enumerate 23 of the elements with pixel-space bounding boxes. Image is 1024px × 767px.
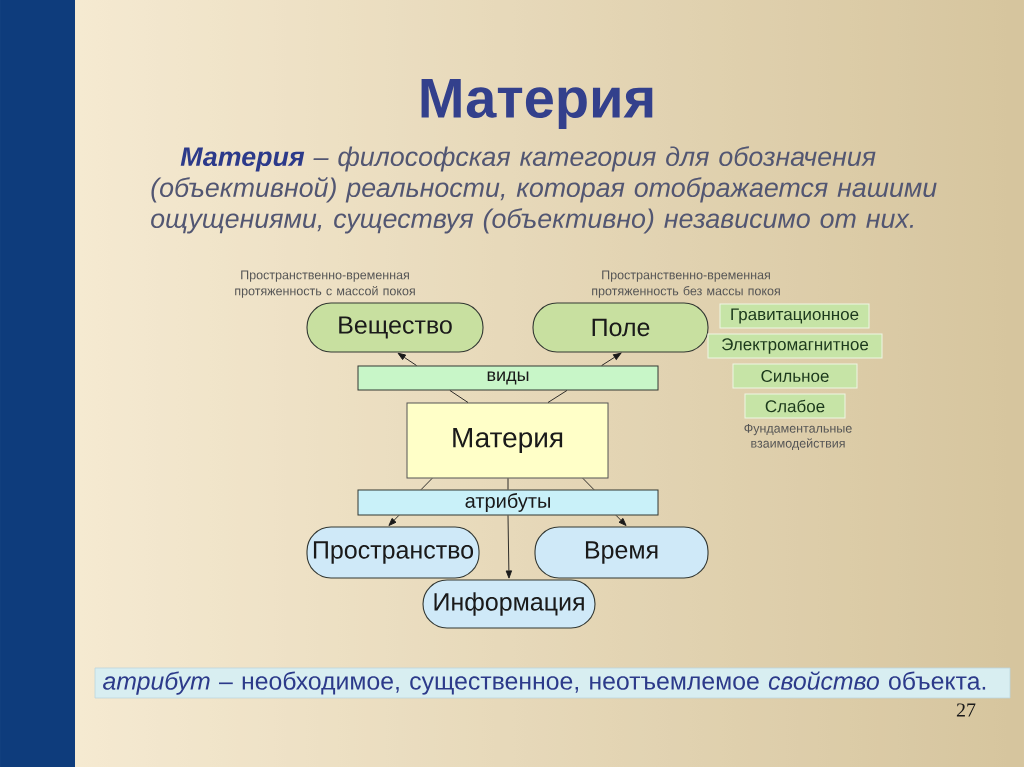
- label-box: Слабое: [744, 393, 846, 419]
- label-box: Гравитационное: [719, 303, 870, 329]
- group-caption: Фундаментальные взаимодействия: [744, 423, 852, 451]
- definition-band: атрибут – необходимое, существенное, неотъемлемое свойство объекта.: [94, 667, 1011, 699]
- rounded-box: Поле: [532, 302, 709, 353]
- caption-text: Пространственно-временная протяженность с массой покоя: [235, 270, 415, 298]
- definition-text: Материя – философская категория для обозначения (объективной) реальности, которая отображается нашими ощущениями, существуя (объективно) независимо от них.: [151, 146, 937, 234]
- title: Материя: [421, 78, 653, 130]
- caption-text: Пространственно-временная протяженность без массы покоя: [592, 270, 780, 298]
- label-box: Сильное: [732, 363, 858, 389]
- category-band: атрибуты: [357, 489, 659, 516]
- label-box: Электромагнитное: [707, 333, 883, 359]
- rounded-box: Информация: [422, 579, 596, 629]
- category-band: виды: [357, 365, 659, 391]
- rounded-box: Время: [534, 526, 709, 579]
- arrow: [397, 352, 417, 366]
- arrow: [615, 515, 627, 526]
- arrow: [505, 515, 513, 579]
- center-box: Материя: [406, 402, 609, 479]
- rounded-box: Пространство: [306, 526, 480, 579]
- arrow: [601, 352, 622, 366]
- rounded-box: Вещество: [306, 302, 484, 353]
- arrow: [388, 515, 400, 526]
